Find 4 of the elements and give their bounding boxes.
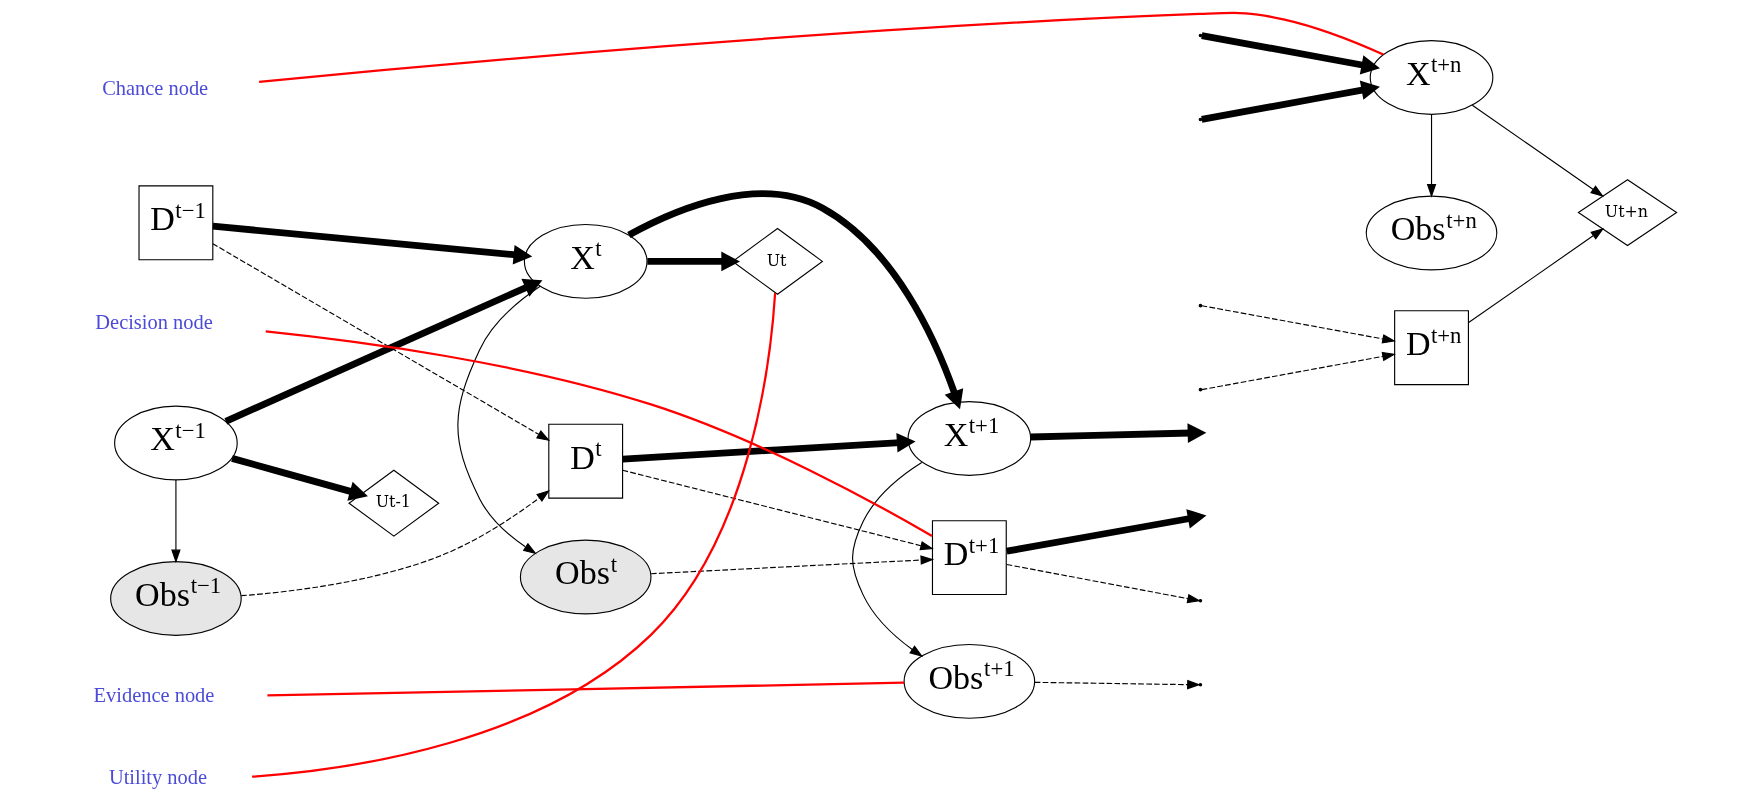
node-text: Utility node	[108, 766, 208, 788]
node-text: Evidence node	[93, 684, 215, 707]
node-text: Chance node	[102, 76, 209, 99]
node-text: Decision node	[95, 310, 213, 333]
